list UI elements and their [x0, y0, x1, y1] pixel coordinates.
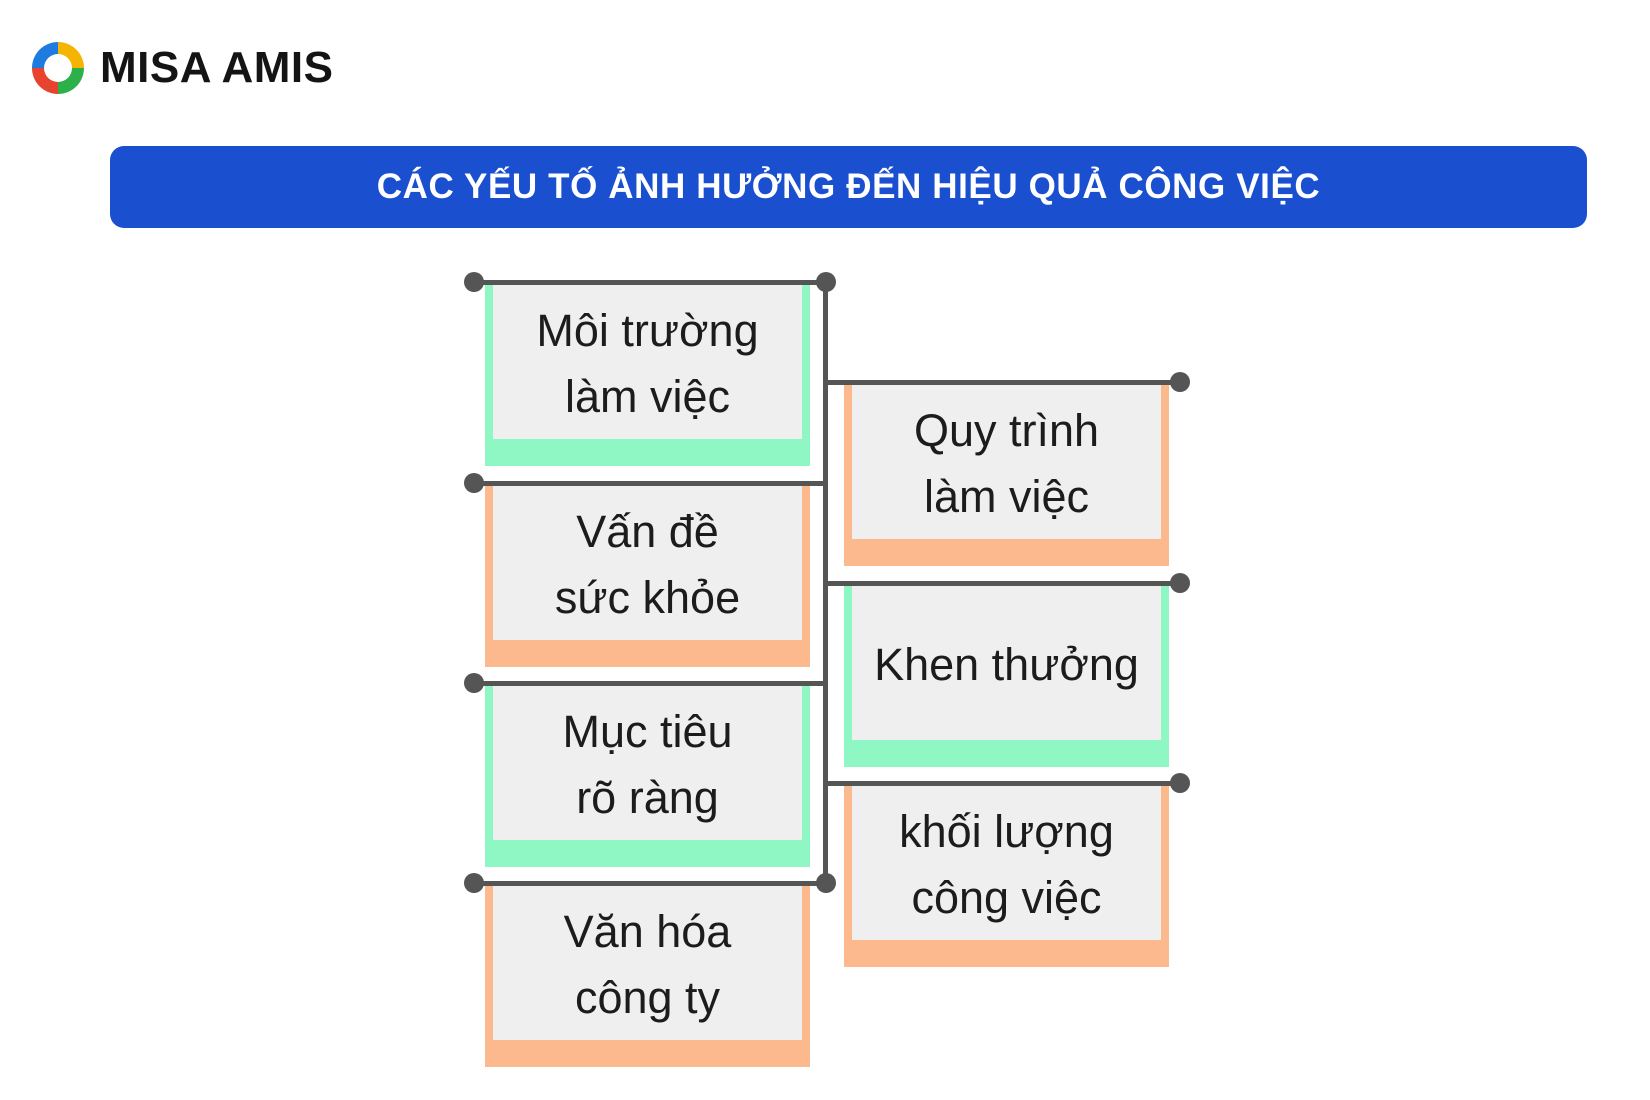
connector-dot: [1170, 372, 1190, 392]
brand-logo: MISA AMIS: [28, 36, 333, 100]
connector-line: [474, 681, 826, 686]
connector-line: [474, 481, 826, 486]
factor-card-company-culture: Văn hóa công ty: [485, 884, 810, 1067]
factor-card-work-environment: Môi trường làm việc: [485, 283, 810, 466]
title-banner: CÁC YẾU TỐ ẢNH HƯỞNG ĐẾN HIỆU QUẢ CÔNG V…: [110, 146, 1587, 228]
factor-label: khối lượng công việc: [899, 806, 1114, 923]
connector-dot: [816, 272, 836, 292]
connector-dot: [464, 272, 484, 292]
factor-label: Văn hóa công ty: [563, 906, 732, 1023]
connector-dot: [464, 673, 484, 693]
connector-dot: [1170, 773, 1190, 793]
connector-dot: [464, 873, 484, 893]
factor-card-work-process: Quy trình làm việc: [844, 383, 1169, 566]
connector-line: [826, 380, 1180, 385]
factor-label: Quy trình làm việc: [913, 405, 1100, 522]
connector-dot: [1170, 573, 1190, 593]
connector-line: [474, 881, 826, 886]
factor-label: Môi trường làm việc: [536, 305, 759, 422]
factor-card-rewards: Khen thưởng: [844, 584, 1169, 767]
connector-dot: [464, 473, 484, 493]
logo-text: MISA AMIS: [100, 43, 334, 92]
factor-card-clear-goals: Mục tiêu rõ ràng: [485, 684, 810, 867]
connector-line: [474, 280, 826, 285]
factor-label: Vấn đề sức khỏe: [554, 506, 741, 623]
connector-line: [826, 781, 1180, 786]
connector-spine: [823, 280, 828, 886]
connector-line: [826, 581, 1180, 586]
factor-card-workload: khối lượng công việc: [844, 784, 1169, 967]
connector-dot: [816, 873, 836, 893]
banner-title: CÁC YẾU TỐ ẢNH HƯỞNG ĐẾN HIỆU QUẢ CÔNG V…: [376, 167, 1321, 206]
factor-card-health-issues: Vấn đề sức khỏe: [485, 484, 810, 667]
factor-label: Khen thưởng: [874, 639, 1139, 690]
factor-label: Mục tiêu rõ ràng: [562, 706, 733, 823]
misa-amis-logo-icon: [32, 42, 84, 94]
